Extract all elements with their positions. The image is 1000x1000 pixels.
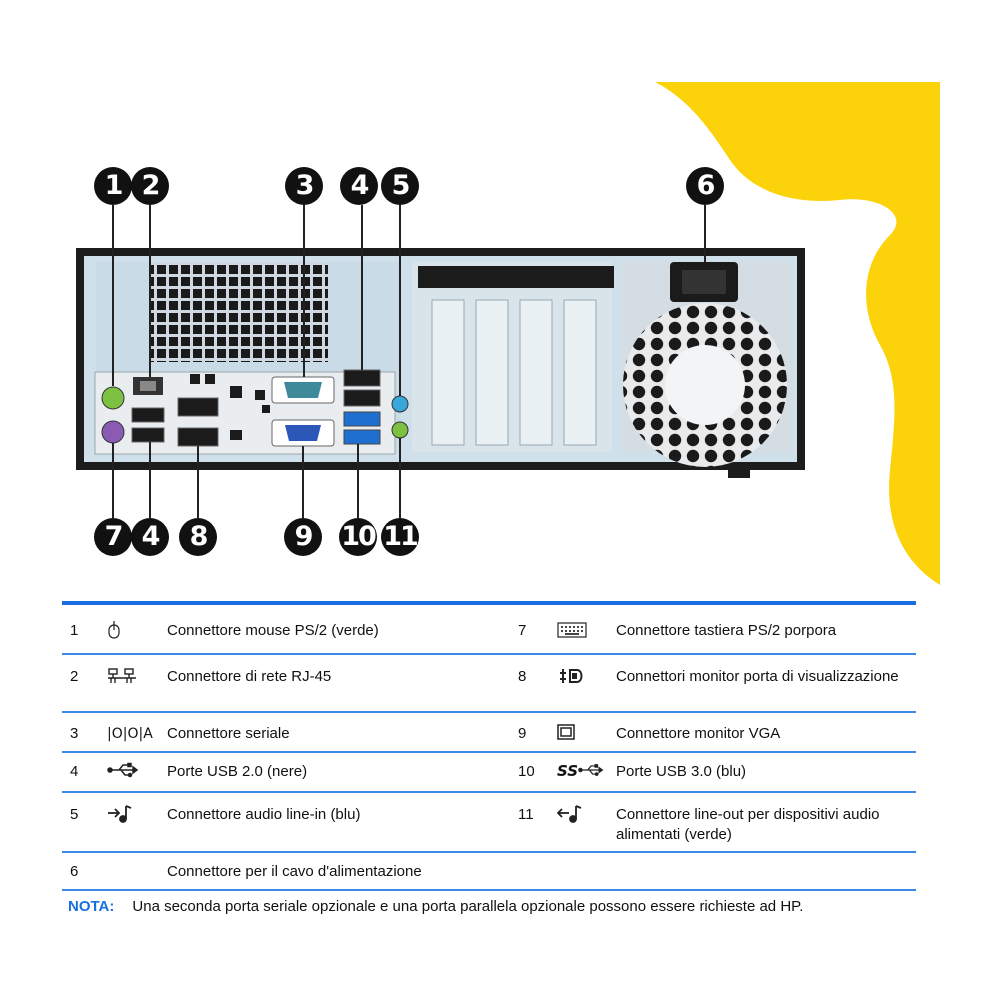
- usb2-port: [131, 427, 165, 443]
- item-label: Connettore line-out per dispositivi audi…: [616, 806, 880, 843]
- vent-grille: [150, 262, 328, 362]
- callout-4-top: 4: [340, 167, 378, 205]
- item-label: Connettore mouse PS/2 (verde): [167, 622, 379, 639]
- callout-5: 5: [381, 167, 419, 205]
- displayport-icon: [557, 667, 597, 690]
- usb3-icon: SS: [557, 761, 617, 781]
- item-number: 1: [70, 622, 79, 639]
- item-number: 11: [518, 806, 534, 823]
- table-row: 2 Connettore di rete RJ-45 8 Connettori …: [62, 655, 916, 713]
- audio-line-in-port: [391, 395, 409, 413]
- item-number: 2: [70, 668, 79, 685]
- item-number: 4: [70, 763, 79, 780]
- table-row: 3 |O|O|A Connettore seriale 9 Connettore…: [62, 713, 916, 753]
- table-row: 5 Connettore audio line-in (blu) 11 Conn…: [62, 793, 916, 853]
- item-label: Connettore audio line-in (blu): [167, 806, 361, 823]
- usb2-port: [131, 407, 165, 423]
- usb3-port: [343, 411, 381, 427]
- audio-line-out-port: [391, 421, 409, 439]
- callout-10: 10: [339, 518, 377, 556]
- item-number: 8: [518, 668, 527, 685]
- item-label: Connettore di rete RJ-45: [167, 668, 332, 685]
- callout-3: 3: [285, 167, 323, 205]
- audio-line-in-icon: [107, 804, 151, 829]
- item-label: Connettore per il cavo d'alimentazione: [167, 863, 422, 880]
- item-label: Connettore tastiera PS/2 porpora: [616, 622, 837, 639]
- note-text: Una seconda porta seriale opzionale e un…: [132, 898, 804, 915]
- ps2-mouse-port: [101, 386, 125, 410]
- item-number: 9: [518, 725, 527, 742]
- table-row: 6 Connettore per il cavo d'alimentazione: [62, 853, 916, 891]
- vga-icon: [557, 724, 597, 745]
- usb3-superspeed-label: SS: [557, 762, 579, 780]
- callout-11: 11: [381, 518, 419, 556]
- vga-port: [285, 425, 321, 441]
- item-number: 5: [70, 806, 79, 823]
- usb2-port: [343, 389, 381, 407]
- displayport-port: [177, 397, 219, 417]
- note-label: NOTA:: [68, 898, 115, 915]
- callout-6: 6: [686, 167, 724, 205]
- callout-9: 9: [284, 518, 322, 556]
- callout-4-bottom: 4: [131, 518, 169, 556]
- callout-8: 8: [179, 518, 217, 556]
- callout-1: 1: [94, 167, 132, 205]
- usb-icon: [107, 762, 151, 783]
- network-icon: [107, 667, 151, 690]
- usb3-port: [343, 429, 381, 445]
- mouse-icon: [107, 621, 151, 644]
- callout-2: 2: [131, 167, 169, 205]
- note: NOTA: Una seconda porta seriale opzionale…: [68, 898, 803, 915]
- callout-7: 7: [94, 518, 132, 556]
- expansion-slot-cover: [519, 299, 553, 446]
- rear-panel-diagram: [76, 205, 805, 518]
- item-label: Connettore monitor VGA: [616, 725, 781, 742]
- table-row: 4 Porte USB 2.0 (nere) 10 SS Porte USB 3…: [62, 753, 916, 793]
- serial-icon: |O|O|A: [107, 726, 153, 742]
- item-label: Porte USB 2.0 (nere): [167, 763, 308, 780]
- item-label: Connettore seriale: [167, 725, 290, 742]
- item-number: 6: [70, 863, 79, 880]
- usb2-port: [343, 369, 381, 387]
- item-label: Connettori monitor porta di visualizzazi…: [616, 668, 899, 685]
- ps2-keyboard-port: [101, 420, 125, 444]
- expansion-slot-cover: [563, 299, 597, 446]
- expansion-slot-cover: [475, 299, 509, 446]
- item-label: Porte USB 3.0 (blu): [616, 763, 747, 780]
- serial-port: [284, 382, 322, 398]
- audio-line-out-icon: [556, 804, 597, 829]
- table-row: 1 Connettore mouse PS/2 (verde) 7 Connet…: [62, 605, 916, 655]
- keyboard-icon: [557, 622, 597, 643]
- expansion-slot-cover: [431, 299, 465, 446]
- legend-table: 1 Connettore mouse PS/2 (verde) 7 Connet…: [62, 601, 916, 891]
- item-number: 7: [518, 622, 527, 639]
- item-number: 10: [518, 763, 535, 780]
- displayport-port: [177, 427, 219, 447]
- item-number: 3: [70, 725, 79, 742]
